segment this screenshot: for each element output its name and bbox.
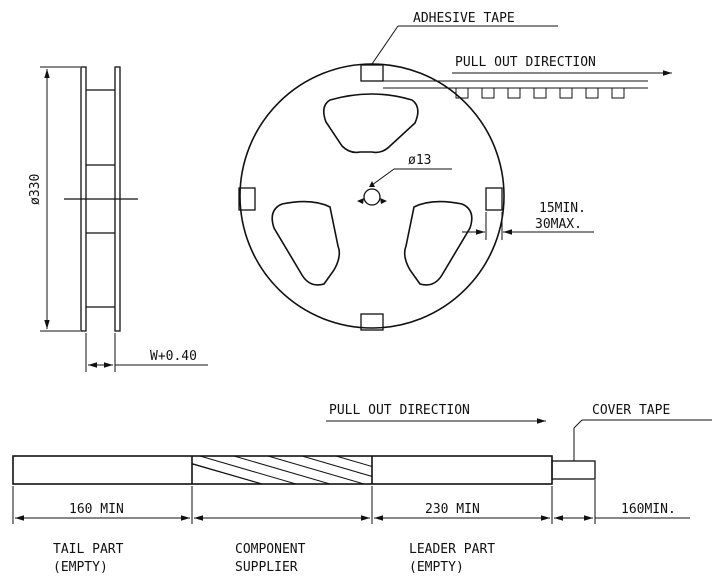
leader-part-line2: (EMPTY) bbox=[409, 560, 464, 575]
adhesive-tape-bottom bbox=[360, 313, 384, 331]
reel-front-view: ADHESIVE TAPE ø13 PULL OUT DIRECTION 15M… bbox=[238, 11, 672, 331]
tail-part-line2: (EMPTY) bbox=[53, 560, 108, 575]
component-line1: COMPONENT bbox=[235, 542, 306, 557]
adhesive-tape-top bbox=[360, 64, 384, 82]
reel-side-view: ø330 W+0.40 bbox=[28, 66, 208, 372]
min15-label: 15MIN. bbox=[539, 201, 586, 216]
reel-hub bbox=[363, 188, 381, 206]
cover-tape-label: COVER TAPE bbox=[592, 403, 670, 418]
reel-window-left bbox=[271, 200, 341, 286]
component-line2: SUPPLIER bbox=[235, 560, 298, 575]
dim-end-label: 160MIN. bbox=[621, 502, 676, 517]
adhesive-tape-left bbox=[238, 187, 256, 211]
max30-label: 30MAX. bbox=[535, 217, 582, 232]
reel-outline bbox=[239, 63, 505, 329]
pull-out-label-top: PULL OUT DIRECTION bbox=[455, 55, 596, 70]
adhesive-tape-label: ADHESIVE TAPE bbox=[413, 11, 515, 26]
reel-window-right bbox=[403, 200, 473, 286]
hub-diameter-label: ø13 bbox=[408, 153, 431, 168]
reel-diameter-label: ø330 bbox=[28, 174, 43, 205]
dim-tail-label: 160 MIN bbox=[69, 502, 124, 517]
reel-window-top bbox=[322, 93, 419, 154]
dim-leader-label: 230 MIN bbox=[425, 502, 480, 517]
adhesive-tape-right bbox=[485, 187, 503, 211]
component-hatch bbox=[192, 456, 372, 484]
tape-section-view: COVER TAPE PULL OUT DIRECTION 160 MIN 23… bbox=[12, 403, 712, 575]
carrier-tape-pockets bbox=[455, 87, 625, 99]
width-label: W+0.40 bbox=[150, 349, 197, 364]
tail-part-line1: TAIL PART bbox=[53, 542, 124, 557]
pull-out-label-bottom: PULL OUT DIRECTION bbox=[329, 403, 470, 418]
leader-part-line1: LEADER PART bbox=[409, 542, 495, 557]
cover-tape-end bbox=[551, 460, 596, 480]
